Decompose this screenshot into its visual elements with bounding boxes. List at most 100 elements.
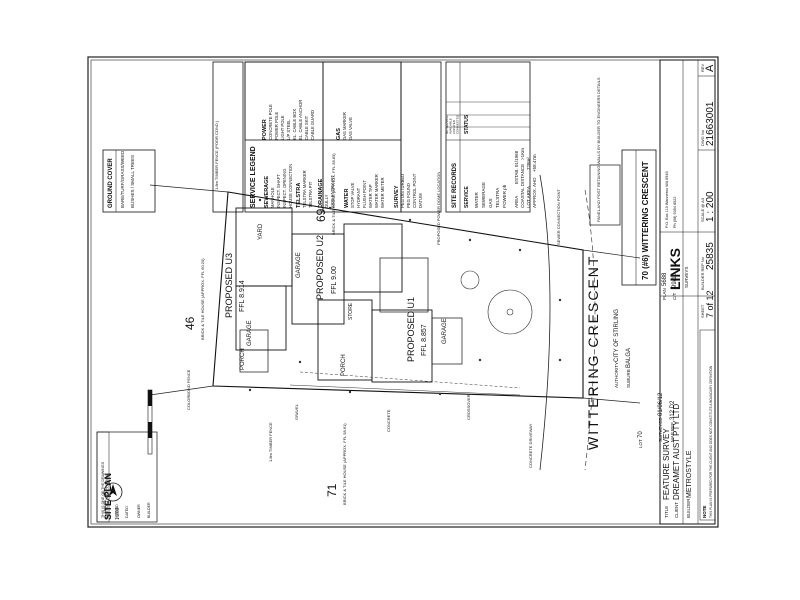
legend-power-item: EL. CABLE ANCHOR bbox=[298, 100, 303, 140]
site-records-status-col: STATUS bbox=[464, 114, 470, 134]
plan-label: PLAN bbox=[662, 288, 667, 300]
legend-water-item: HYDRANT bbox=[356, 187, 361, 208]
lot-69-note: BRICK & TILE HOUSE (APPROX. FFL 58.83) bbox=[331, 153, 336, 235]
lot-46-number: 46 bbox=[183, 316, 197, 330]
lot-area-value: 728m² bbox=[526, 157, 531, 170]
site-address: 70 (#6) WITTERING CRESCENT bbox=[641, 161, 650, 280]
builder-label: BUILDER bbox=[686, 498, 691, 518]
title-label: TITLE bbox=[664, 506, 669, 518]
legend-gas-item: GAS VALVE bbox=[348, 117, 353, 140]
ahd-value: +58.47m bbox=[532, 154, 537, 172]
unit-3-label: PROPOSED U3 bbox=[224, 253, 234, 318]
site-records-status: AVAILABLE bbox=[449, 118, 453, 134]
surveyed-value: 01/06/12 bbox=[658, 392, 664, 416]
unit-2-label: PROPOSED U2 bbox=[315, 235, 325, 300]
firm-contact: P.O. Box 110 Wanneroo WA 6946 bbox=[665, 171, 669, 228]
site-records-status: LOCATED bbox=[452, 119, 456, 134]
legend-water-heading: WATER bbox=[344, 189, 350, 208]
sewer-note: SEWER CONNECTION POINT bbox=[556, 188, 561, 245]
client-value: DREAMET AUST PTY LTD bbox=[672, 403, 681, 500]
ahd-label: APPROX. AHD bbox=[532, 177, 537, 208]
site-plan-label-group: SITE PLAN 1:200 bbox=[103, 389, 153, 520]
legend-power-heading: POWER bbox=[262, 119, 268, 140]
firm-phone: Ph (08) 9354 8522 bbox=[673, 197, 677, 228]
dwg-label: DWG No bbox=[700, 129, 705, 146]
unit-1-ffl: FFL 8.857 bbox=[421, 324, 428, 356]
legend-water-item: WATER TAP bbox=[368, 184, 373, 208]
legend-sewerage-item: INSPECT. OPENING bbox=[282, 169, 287, 208]
legend-gas-item: GAS MARKER bbox=[342, 112, 347, 140]
approval-owner: OWNER bbox=[137, 504, 141, 518]
approval-signed: SIGNED bbox=[115, 504, 119, 518]
site-records-title: SITE RECORDS bbox=[452, 163, 458, 208]
client-label: CLIENT bbox=[674, 502, 679, 518]
legend-survey-heading: SURVEY bbox=[394, 185, 400, 208]
suburb-value: BALGA bbox=[626, 348, 632, 368]
legend-power-item: EL. CABLE BOX bbox=[292, 109, 297, 140]
authority-value: CITY OF STIRLING bbox=[614, 309, 620, 362]
note-heading: NOTE bbox=[702, 505, 707, 518]
rev-label: REV bbox=[700, 63, 705, 72]
coastal-value: >1Km bbox=[520, 148, 525, 160]
builder-rep-label: BUILDER REP No bbox=[700, 256, 705, 290]
legend-sewerage-item: MANHOLE bbox=[270, 187, 275, 208]
legend-survey-item: CONTROL POINT bbox=[412, 173, 417, 208]
legend-drainage-item: GULLY bbox=[324, 194, 329, 208]
power-dome-note: PROPOSED POWER DOME LOCATION bbox=[436, 172, 441, 245]
job-value: 25835 bbox=[705, 242, 716, 270]
site-plan-scale: 1:200 bbox=[115, 507, 121, 520]
legend-sewerage-item: HOUSE CONNECTION bbox=[288, 164, 293, 208]
site-plan-drawing: WITTERING CRESCENT 46 BRICK & TILE HOUSE… bbox=[103, 120, 641, 505]
porch-label: PORCH bbox=[240, 348, 246, 370]
dwg-value: 21663001 bbox=[705, 101, 716, 146]
sheet-value: 7 of 12 bbox=[705, 290, 715, 318]
note-box: NOTE THIS PLAN IS PREPARED FOR THE CLIEN… bbox=[699, 329, 716, 521]
legend-power-item: CONCRETE POLE bbox=[268, 104, 273, 140]
area-label: AREA bbox=[514, 196, 519, 208]
legend-sewerage-item: INSPECT. SHAFT bbox=[276, 174, 281, 208]
cert-value: 99/10 bbox=[672, 272, 678, 288]
legend-water-item: STOP VALVE bbox=[350, 183, 355, 208]
ground-cover-line-1: BARE/TURF/GRASS/WEED bbox=[120, 150, 125, 208]
site-plan-label: SITE PLAN bbox=[103, 473, 113, 520]
authority-label: AUTHORITY bbox=[614, 362, 619, 388]
legend-power-item: LIGHT POLE bbox=[280, 115, 285, 140]
site-records-service: WATER bbox=[474, 192, 479, 208]
site-records-status: CONNECTED bbox=[456, 114, 460, 134]
plan-value: 5688 bbox=[662, 272, 668, 286]
gravel-label: GRAVEL bbox=[294, 403, 299, 420]
yard-label: YARD bbox=[258, 223, 264, 240]
fence-note-1: 1.8m TIMBER FENCE bbox=[268, 422, 273, 462]
legend-water-item: WATER METER bbox=[380, 178, 385, 208]
legend-survey-item: PEG FOUND bbox=[406, 183, 411, 208]
lot-area-label: LOT AREA bbox=[526, 186, 531, 208]
legend-survey-item: DATUM bbox=[418, 193, 423, 208]
legend-drainage-heading: DRAINAGE bbox=[318, 178, 324, 208]
ground-cover-title: GROUND COVER bbox=[108, 158, 114, 208]
scale-value: 1 : 200 bbox=[705, 191, 716, 222]
title-block: TITLE FEATURE SURVEY CLIENT DREAMET AUST… bbox=[659, 59, 716, 525]
legend-power-item: POWER POLE bbox=[274, 112, 279, 140]
firm-logo: LINKS bbox=[667, 248, 683, 290]
legend-power-item: CABLE GUARD bbox=[310, 110, 315, 140]
legend-sewerage-heading: SEWERAGE bbox=[264, 176, 270, 208]
legend-drainage-item: SIDE ENTRY PIT bbox=[330, 175, 335, 208]
site-records-service-col: SERVICE bbox=[464, 185, 470, 208]
legend-power-item: CABLE SKIT bbox=[304, 115, 309, 140]
legend-power-item: L/P STEEL bbox=[286, 119, 291, 140]
crossover-label: CROSSOVER bbox=[466, 394, 471, 420]
unit-2-ffl: FFL 9.00 bbox=[331, 266, 338, 294]
area-value: ESTAB. 01/1968 bbox=[514, 150, 519, 184]
approval-stamp: THIS IS ONE OF THE DRAWINGS METROSTYLE A… bbox=[96, 431, 158, 523]
site-records-status: NO SERVICE bbox=[445, 116, 449, 134]
garage-label: GARAGE bbox=[442, 318, 448, 344]
note-text: THIS PLAN IS PREPARED FOR THE CLIENT AND… bbox=[709, 365, 713, 518]
site-records-service: POWER ph bbox=[502, 184, 507, 208]
